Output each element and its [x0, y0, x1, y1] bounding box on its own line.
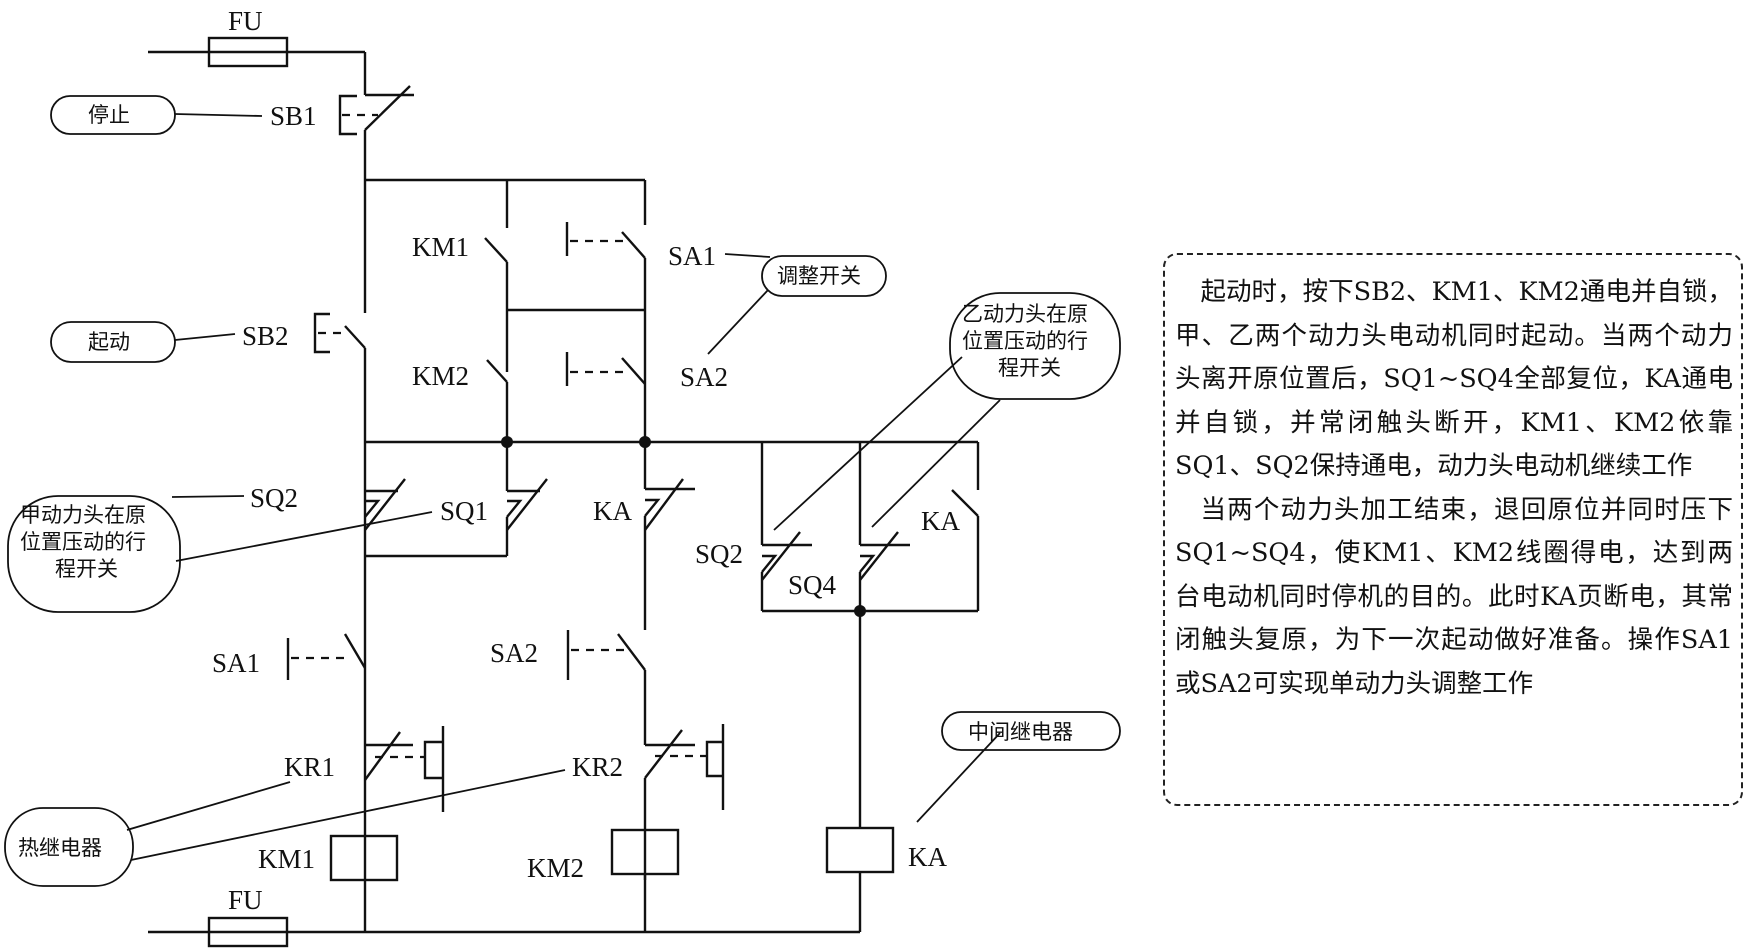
- explanation-paragraph-2: 当两个动力头加工结束，退回原位并同时压下SQ1~SQ4，使KM1、KM2线圈得电…: [1175, 494, 1733, 699]
- head-a-callout: [7, 495, 181, 613]
- explanation-box: 起动时，按下SB2、KM1、KM2通电并自锁，甲、乙两个动力头电动机同时起动。当…: [1163, 253, 1743, 806]
- sq2-left-label: SQ2: [250, 483, 298, 513]
- km1-coil-label: KM1: [258, 844, 315, 874]
- head-a-callout-line2: 位置压动的行: [20, 530, 146, 554]
- ka-nc-label: KA: [593, 496, 632, 526]
- intermediate-relay-leader: [916, 732, 1001, 823]
- kr1-label: KR1: [284, 752, 335, 782]
- head-b-callout-line2: 位置压动的行: [962, 329, 1088, 353]
- sq2-right-limit-switch: [760, 531, 812, 611]
- start-callout-text: 起动: [88, 330, 130, 354]
- sa1-top-switch[interactable]: [565, 180, 647, 442]
- kr2-thermal-contact: [643, 724, 725, 880]
- head-a-leader-sq2: [171, 495, 245, 498]
- thermal-leader-kr2: [130, 769, 566, 861]
- fuse-bottom: [207, 916, 289, 948]
- sa1-callout-leader: [724, 253, 771, 258]
- kr2-label: KR2: [572, 752, 623, 782]
- sa1-bottom-label: SA1: [212, 648, 260, 678]
- intermediate-relay-callout: [941, 711, 1121, 751]
- sa2-top-switch[interactable]: [565, 352, 646, 386]
- sa2-bottom-label: SA2: [490, 638, 538, 668]
- sb1-label: SB1: [270, 101, 317, 131]
- sq1-label: SQ1: [440, 496, 488, 526]
- thermal-leader-kr1: [126, 781, 291, 831]
- top-supply-line: [148, 50, 414, 97]
- thermal-relay-callout-text: 热继电器: [18, 836, 102, 860]
- start-callout-leader: [174, 333, 236, 341]
- bottom-supply-line: [148, 872, 862, 934]
- head-b-callout-line1: 乙动力头在原: [962, 302, 1088, 326]
- intermediate-relay-callout-text: 中间继电器: [968, 720, 1073, 744]
- sa1-bottom-switch[interactable]: [286, 633, 367, 680]
- sa1-top-label: SA1: [668, 241, 716, 271]
- explanation-paragraph-1: 起动时，按下SB2、KM1、KM2通电并自锁，甲、乙两个动力头电动机同时起动。当…: [1175, 277, 1733, 481]
- sa2-callout-leader: [707, 289, 769, 355]
- sb2-label: SB2: [242, 321, 289, 351]
- stop-button-sb1[interactable]: [338, 85, 411, 136]
- sq4-limit-switch: [858, 531, 910, 611]
- adjust-switch-callout: [761, 255, 887, 297]
- thermal-relay-callout: [4, 807, 134, 887]
- fuse-bottom-label: FU: [228, 885, 263, 915]
- head-b-callout: [949, 292, 1121, 400]
- fuse-top: [207, 36, 289, 68]
- ka-nc-contact: [643, 442, 695, 630]
- ka-coil: [825, 826, 895, 874]
- head-b-callout-line3: 程开关: [998, 356, 1061, 380]
- km1-seal-in-contact: [484, 180, 509, 372]
- ka-no-label: KA: [921, 506, 960, 536]
- start-callout: [50, 321, 176, 363]
- sa2-bottom-switch[interactable]: [566, 630, 647, 745]
- head-a-callout-line1: 甲动力头在原: [20, 503, 146, 527]
- sq1-limit-switch: [505, 442, 548, 556]
- sq4-label: SQ4: [788, 570, 837, 600]
- km1-contact-label: KM1: [412, 232, 469, 262]
- stop-callout-text: 停止: [88, 103, 130, 127]
- km2-coil-label: KM2: [527, 853, 584, 883]
- kr1-thermal-contact: [364, 726, 445, 812]
- head-a-leader-sq1: [175, 511, 433, 562]
- stop-callout-leader: [174, 113, 263, 117]
- fuse-top-label: FU: [228, 6, 263, 36]
- ka-seal-in-block: [760, 442, 980, 613]
- sq2-right-label: SQ2: [695, 539, 743, 569]
- ka-coil-label: KA: [908, 842, 947, 872]
- start-button-sb2[interactable]: [313, 312, 367, 880]
- adjust-switch-callout-text: 调整开关: [777, 264, 861, 288]
- sa2-top-label: SA2: [680, 362, 728, 392]
- head-b-leader-sq2: [773, 356, 963, 531]
- stop-callout: [50, 95, 176, 135]
- km2-contact-label: KM2: [412, 361, 469, 391]
- head-b-leader-sq4: [871, 399, 1001, 528]
- km2-seal-in-contact: [486, 359, 509, 442]
- sq2-left-limit-switch: [364, 478, 406, 531]
- head-a-callout-line3: 程开关: [55, 557, 118, 581]
